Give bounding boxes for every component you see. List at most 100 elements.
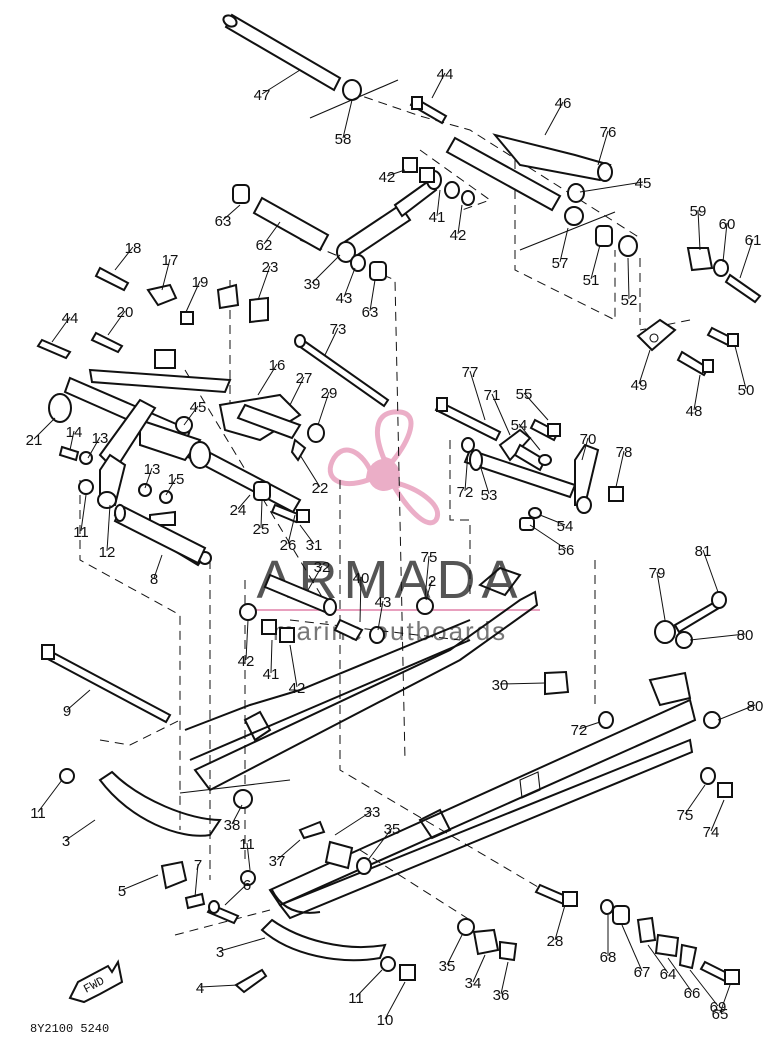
part-number-label: 37	[269, 853, 286, 870]
part-number-label: 12	[99, 544, 116, 561]
leader-line	[299, 454, 321, 488]
part-number-label: 49	[631, 377, 648, 394]
part-number-label: 63	[362, 304, 379, 321]
leader-line	[597, 130, 609, 166]
leader-line	[289, 376, 305, 406]
leader-line	[289, 644, 298, 688]
leader-line	[317, 391, 330, 426]
watermark-logo	[327, 409, 441, 526]
part-number-label: 58	[335, 131, 352, 148]
upper-rail	[98, 566, 539, 837]
leader-line	[638, 349, 651, 385]
leader-lines	[33, 69, 756, 1020]
part-number-label: 36	[493, 987, 510, 1004]
part-number-label: 64	[660, 966, 677, 983]
part-number-label: 52	[621, 292, 638, 309]
leader-line	[656, 571, 666, 621]
leader-line	[224, 883, 248, 906]
part-number-label: 34	[465, 975, 482, 992]
part-number-label: 5	[118, 883, 126, 900]
leader-line	[717, 704, 756, 721]
part-number-label: 9	[63, 703, 71, 720]
leader-line	[276, 839, 301, 861]
leader-line	[719, 984, 731, 1014]
part-number-label: 13	[92, 430, 109, 447]
leader-line	[684, 784, 706, 815]
leader-line	[479, 464, 490, 495]
leader-line	[425, 579, 433, 601]
leader-line	[121, 874, 159, 891]
leader-line	[734, 345, 747, 390]
leader-line	[464, 451, 469, 492]
part-number-label: 66	[684, 985, 701, 1002]
leader-line	[500, 961, 509, 995]
collars-51-52	[595, 225, 762, 304]
part-number-label: 42	[289, 680, 306, 697]
part-number-label: 45	[635, 175, 652, 192]
leader-line	[710, 799, 725, 832]
leader-line	[472, 954, 486, 983]
part-number-label: 10	[377, 1012, 394, 1029]
part-number-label: 38	[224, 817, 241, 834]
bolt-9	[41, 644, 172, 724]
leader-line	[518, 423, 541, 451]
part-number-label: 47	[254, 87, 271, 104]
leader-line	[579, 181, 644, 193]
leader-line	[261, 69, 301, 95]
leader-line	[355, 969, 383, 998]
part-number-label: 57	[552, 255, 569, 272]
part-number-label: 44	[437, 66, 454, 83]
leader-line	[80, 494, 87, 532]
leader-line	[153, 554, 163, 579]
part-number-label: 42	[450, 227, 467, 244]
leader-line	[33, 417, 56, 440]
leader-line	[539, 514, 566, 526]
part-number-label: 71	[484, 387, 501, 404]
part-number-label: 6	[243, 877, 251, 894]
leader-line	[615, 450, 625, 488]
leader-line	[114, 246, 134, 271]
part-number-label: 26	[280, 537, 297, 554]
part-number-label: 81	[695, 543, 712, 560]
leader-line	[194, 863, 199, 898]
leader-line	[544, 101, 564, 136]
leader-line	[647, 944, 669, 974]
leader-line	[263, 221, 281, 245]
leader-line	[367, 827, 393, 861]
part-number-label: 22	[312, 480, 329, 497]
leader-line	[87, 436, 101, 459]
part-number-label: 51	[583, 272, 600, 289]
part-number-label: 15	[168, 471, 185, 488]
leader-line	[342, 99, 353, 139]
part-number-label: 16	[269, 357, 286, 374]
part-number-label: 4	[196, 980, 204, 997]
part-number-label: 54	[557, 518, 574, 535]
rod-73	[294, 334, 390, 408]
part-number-label: 8	[150, 571, 158, 588]
leader-line	[384, 981, 406, 1020]
leader-line	[722, 222, 728, 263]
leader-line	[231, 804, 243, 825]
part-number-label: 28	[547, 933, 564, 950]
part-number-label: 65	[712, 1006, 729, 1023]
leader-line	[299, 524, 315, 545]
leader-line	[324, 327, 339, 356]
leader-line	[65, 819, 96, 841]
part-number-label: 72	[571, 722, 588, 739]
fwd-arrow	[68, 959, 124, 1004]
part-number-label: 39	[304, 276, 321, 293]
leader-line	[343, 267, 356, 298]
part-number-label: 63	[215, 213, 232, 230]
leader-line	[377, 600, 384, 631]
shock-absorber	[336, 170, 475, 281]
leader-line	[702, 549, 719, 593]
leader-line	[165, 477, 177, 496]
part-number-label: 75	[677, 807, 694, 824]
shaft-8	[113, 504, 207, 565]
leader-line	[359, 576, 362, 623]
part-number-label: 32	[314, 559, 331, 576]
leader-line	[334, 810, 373, 836]
leader-line	[581, 437, 589, 461]
leader-line	[287, 514, 296, 545]
drawing-code: 8Y2100 5240	[30, 1022, 109, 1036]
